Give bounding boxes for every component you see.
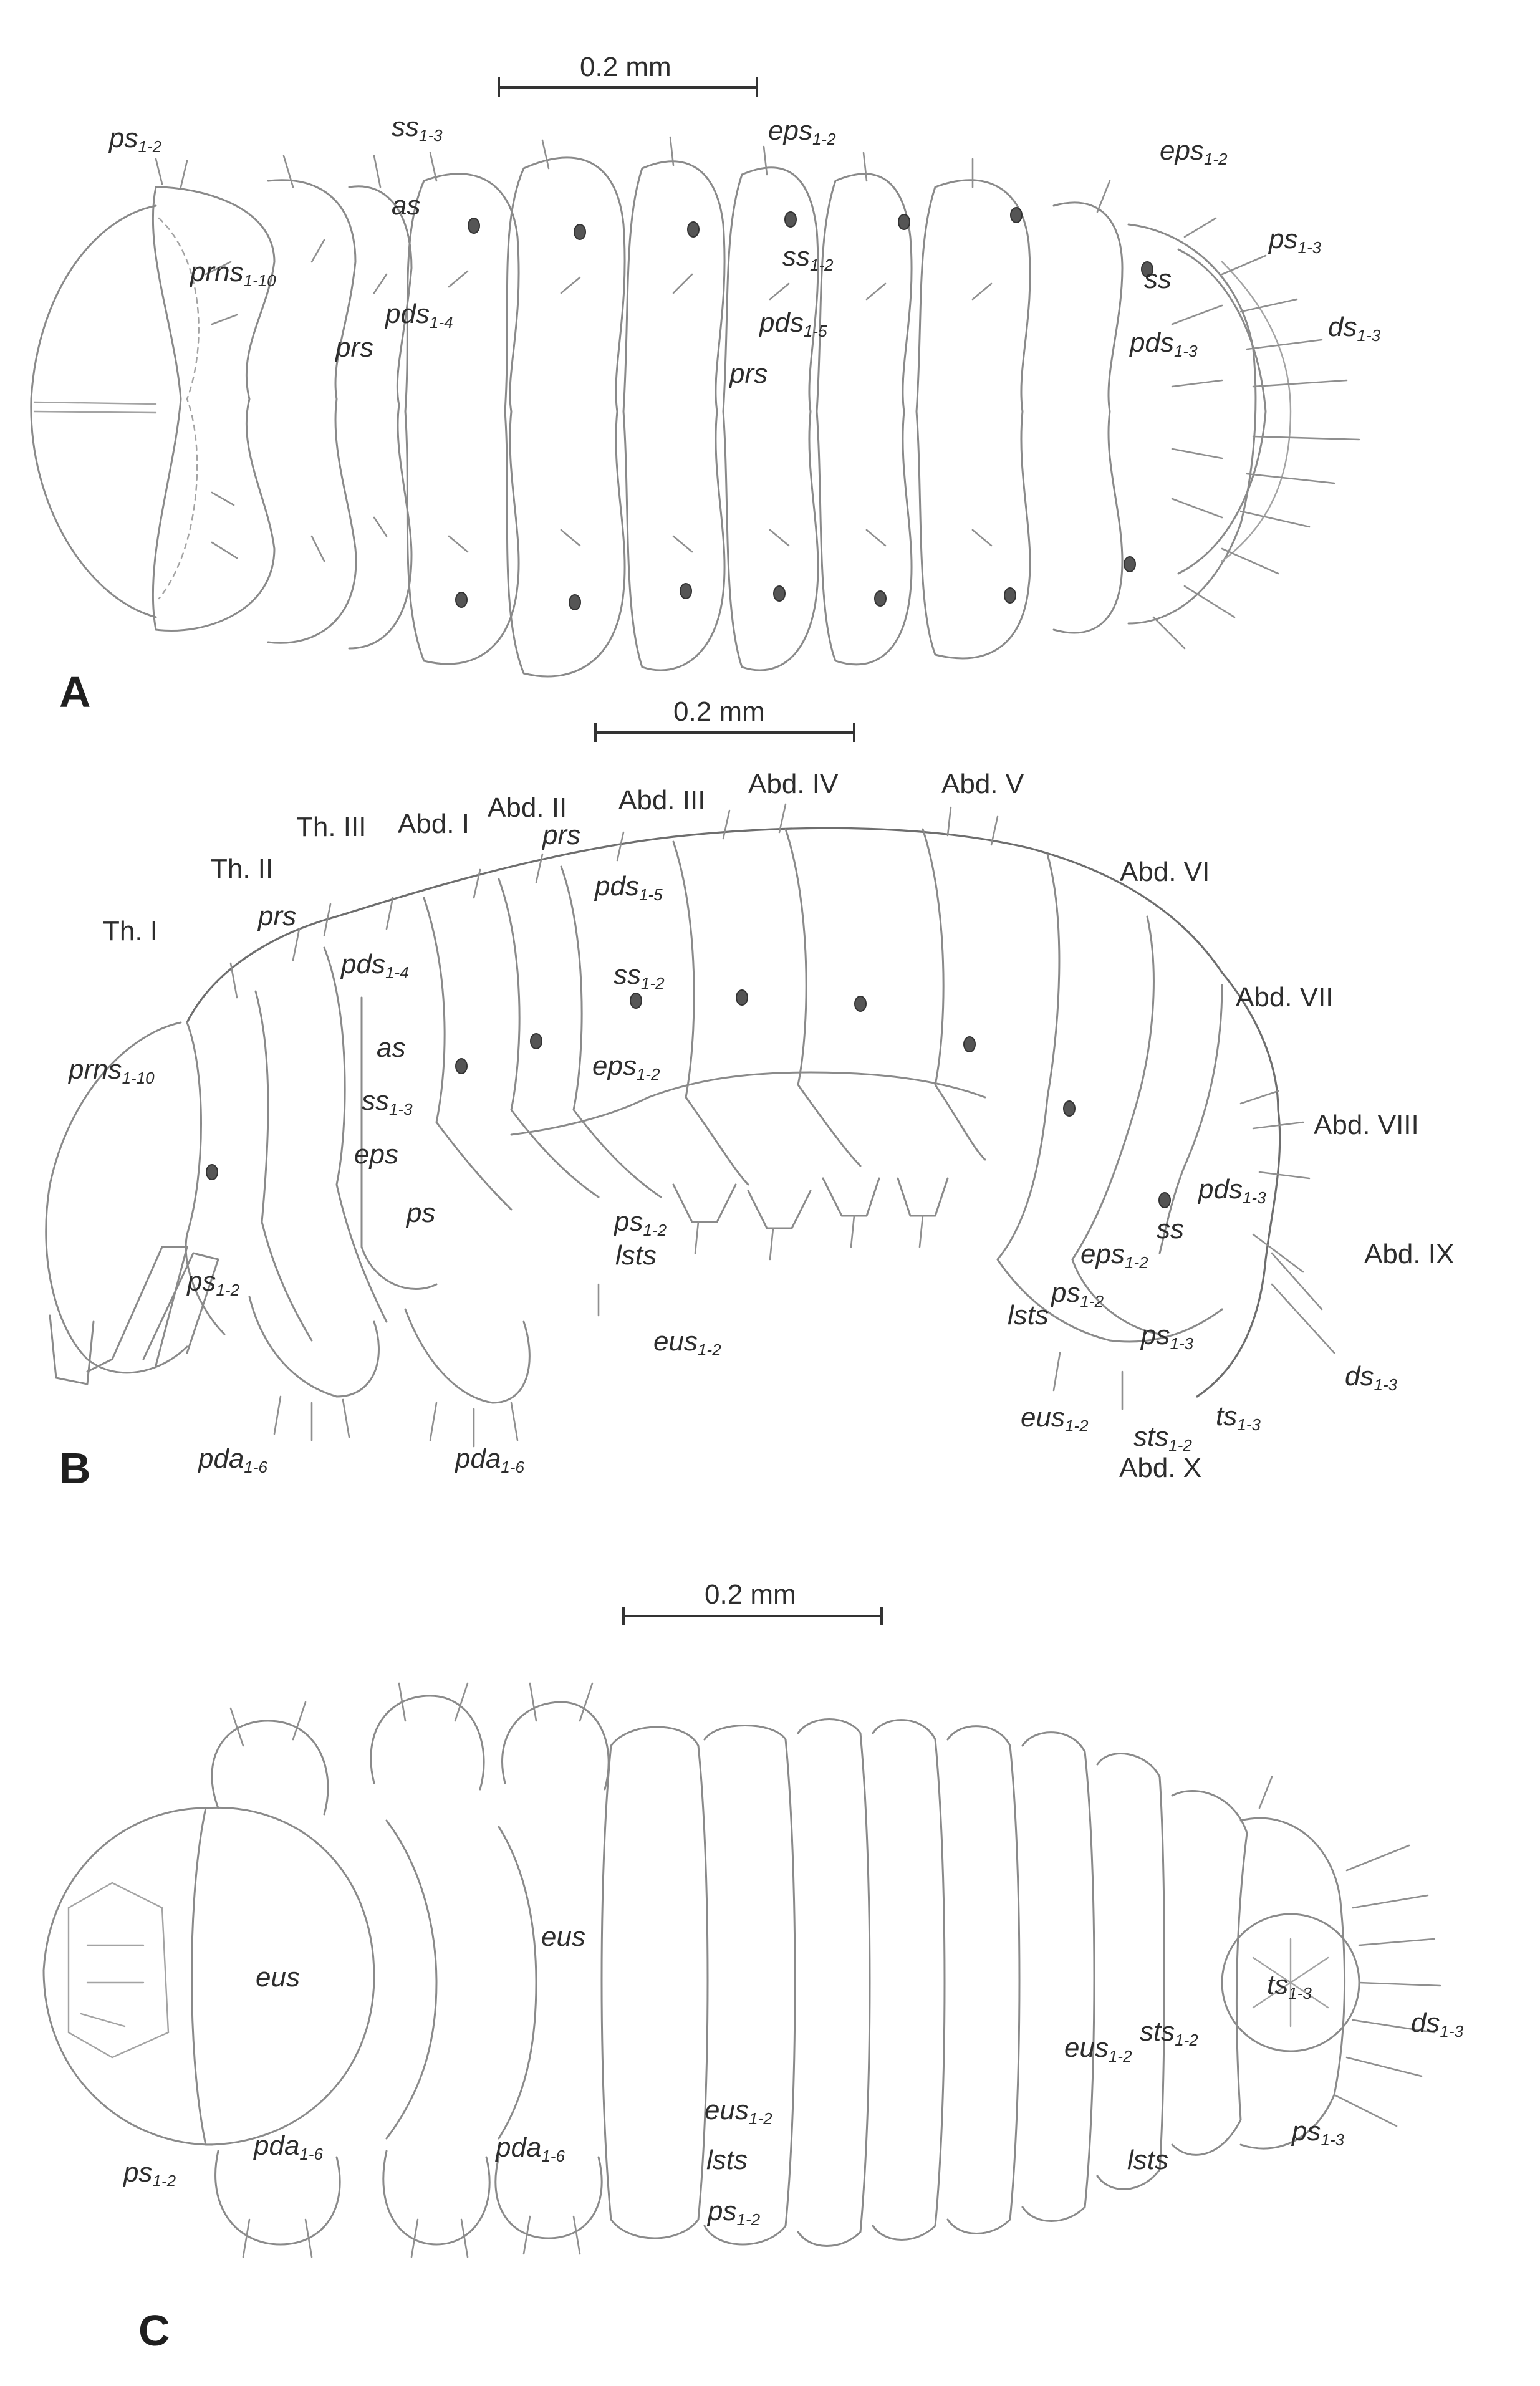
label-a-prns: prns1-10 (190, 257, 276, 290)
label-b-eus-1: eus1-2 (653, 1326, 721, 1359)
label-a-ss-3: ss (1144, 264, 1172, 294)
segment-abd-iii: Abd. III (618, 785, 706, 815)
panel-a-drawing (30, 77, 1360, 678)
label-b-pds-1: pds1-4 (341, 949, 409, 982)
label-b-ps-3: ps1-2 (187, 1266, 240, 1299)
label-b-pda-2: pda1-6 (455, 1443, 524, 1476)
scale-bar-a (498, 77, 758, 97)
label-c-eus-1: eus (256, 1962, 300, 1993)
segment-abd-v: Abd. V (941, 769, 1024, 799)
label-b-prs-1: prs (542, 820, 581, 850)
panel-b-letter: B (59, 1444, 91, 1493)
label-a-ss-1: ss1-3 (392, 112, 443, 145)
prothorax-a (152, 186, 276, 632)
label-c-sts: sts1-2 (1140, 2016, 1198, 2049)
label-c-lsts-2: lsts (1127, 2145, 1168, 2175)
label-b-ps-1: ps (407, 1198, 436, 1228)
label-b-lsts-1: lsts (615, 1240, 657, 1271)
label-b-sts: sts1-2 (1133, 1421, 1192, 1455)
label-c-ps-1: ps1-2 (123, 2157, 176, 2190)
segment-abd-i: Abd. I (398, 809, 469, 839)
label-c-pda-1: pda1-6 (254, 2130, 323, 2163)
label-a-prs-2: prs (729, 358, 768, 389)
panel-c-drawing (42, 1607, 1441, 2258)
label-a-ss-2: ss1-2 (782, 241, 834, 274)
label-b-eps-3: eps1-2 (1080, 1239, 1148, 1272)
spiracles-a (455, 207, 1153, 610)
label-b-ps-2: ps1-2 (614, 1206, 667, 1239)
label-a-prs-1: prs (335, 332, 374, 363)
head-capsule (30, 204, 157, 618)
label-c-eus-3: eus1-2 (705, 2095, 772, 2128)
head-c (42, 1807, 213, 2146)
label-a-pds-1: pds1-4 (385, 299, 453, 332)
segment-abd-iv: Abd. IV (748, 769, 839, 799)
label-c-ds: ds1-3 (1411, 2008, 1464, 2041)
label-a-pds-2: pds1-5 (759, 307, 827, 340)
segment-th-ii: Th. II (211, 854, 274, 884)
label-a-eps-1: eps1-2 (768, 115, 836, 148)
label-c-ps-3: ps1-3 (1292, 2116, 1345, 2149)
segment-abd-vi: Abd. VI (1120, 857, 1210, 887)
label-b-as: as (377, 1032, 406, 1063)
segment-th-i: Th. I (103, 916, 158, 946)
scale-label-a: 0.2 mm (580, 52, 671, 82)
label-b-eps-1: eps (354, 1139, 398, 1170)
label-b-prns: prns1-10 (69, 1054, 155, 1087)
scale-label-b: 0.2 mm (673, 696, 765, 727)
spiracles-b (206, 989, 1171, 1208)
label-a-ps-1: ps1-2 (109, 123, 162, 156)
label-c-pda-2: pda1-6 (496, 2132, 565, 2165)
segment-abd-vii: Abd. VII (1236, 982, 1334, 1013)
label-b-pda-1: pda1-6 (198, 1443, 267, 1476)
setae-b (229, 803, 1335, 1448)
segment-th-iii: Th. III (296, 812, 367, 842)
label-b-ts: ts1-3 (1216, 1401, 1261, 1434)
label-a-pds-3: pds1-3 (1130, 327, 1198, 360)
label-c-lsts-1: lsts (706, 2145, 748, 2175)
label-b-ps-5: ps1-3 (1141, 1320, 1194, 1353)
panel-c-letter: C (138, 2306, 170, 2355)
panel-b-drawing (45, 723, 1335, 1448)
segment-abd-ii: Abd. II (488, 792, 567, 823)
label-b-ss-1: ss1-3 (362, 1085, 413, 1118)
segment-abd-viii: Abd. VIII (1314, 1110, 1419, 1140)
label-a-as: as (392, 190, 421, 221)
label-c-ts: ts1-3 (1267, 1970, 1312, 2003)
abdominal-sternites-c (600, 1718, 1360, 2247)
label-b-prs-2: prs (258, 901, 297, 931)
label-b-ss-2: ss1-2 (614, 960, 665, 993)
panel-a-letter: A (59, 668, 91, 716)
label-b-eps-2: eps1-2 (592, 1051, 660, 1084)
setae-a (155, 136, 1360, 650)
label-c-eus-4: eus1-2 (1064, 2032, 1132, 2066)
head-b (45, 1021, 188, 1374)
label-a-ps-2: ps1-3 (1269, 224, 1322, 257)
label-b-ds: ds1-3 (1345, 1361, 1398, 1394)
scale-bar-b (594, 723, 855, 742)
scale-bar-c (622, 1607, 883, 1625)
label-c-eus-2: eus (541, 1922, 585, 1952)
label-b-eus-2: eus1-2 (1021, 1402, 1089, 1435)
label-a-eps-2: eps1-2 (1160, 135, 1228, 168)
label-b-lsts-2: lsts (1008, 1300, 1049, 1330)
label-b-pds-3: pds1-3 (1198, 1174, 1266, 1207)
label-c-ps-2: ps1-2 (708, 2196, 761, 2229)
label-a-ds: ds1-3 (1328, 312, 1381, 345)
body-outline-b (186, 827, 1281, 1398)
label-b-ss-3: ss (1157, 1214, 1184, 1244)
label-b-ps-4: ps1-2 (1051, 1277, 1104, 1311)
setae-c (229, 1682, 1441, 2258)
segment-abd-x: Abd. X (1119, 1453, 1202, 1483)
segment-abd-ix: Abd. IX (1364, 1239, 1455, 1269)
label-b-pds-2: pds1-5 (595, 871, 663, 904)
scale-label-c: 0.2 mm (705, 1579, 796, 1610)
abdominal-tergites-a (404, 156, 1292, 678)
